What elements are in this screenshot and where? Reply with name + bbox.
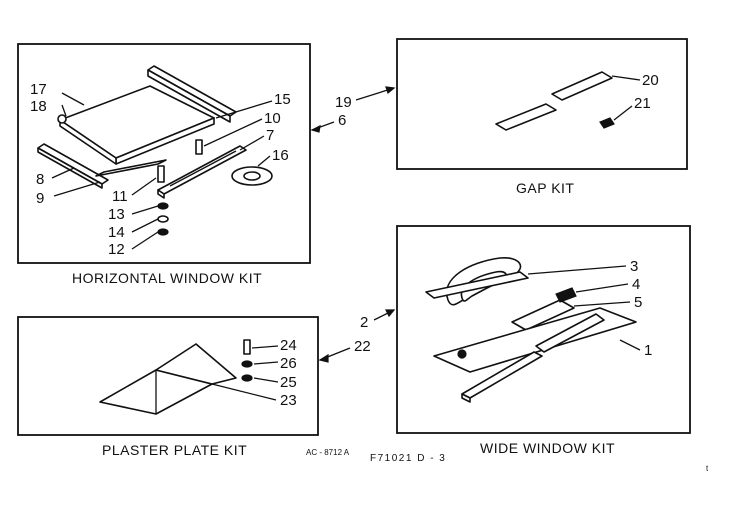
leader-16 [257,155,271,167]
callout-14: 14 [108,224,125,241]
callout-9: 9 [36,190,44,207]
wide-strip [425,271,529,299]
plaster-nut-25 [241,374,253,382]
wide-kit-title: WIDE WINDOW KIT [480,440,615,456]
callout-10: 10 [264,110,281,127]
callout-12: 12 [108,241,125,258]
support-rail-end [157,189,165,199]
base-plate-fastener [457,349,467,359]
leader-26 [253,361,279,365]
gap-strip-right [551,71,613,101]
leader-3 [527,265,627,275]
callout-8: 8 [36,171,44,188]
arrow-6-head [310,124,321,133]
ref-6: 6 [338,112,346,129]
top-channel-face [147,69,231,123]
leader-4 [575,283,629,293]
leader-13 [131,205,159,215]
kit-references-top: 19 6 [310,86,396,133]
callout-5: 5 [634,294,642,311]
wide-window-kit: 3 4 5 1 WIDE WINDOW KIT [396,225,691,456]
leader-25 [253,377,279,383]
callout-26: 26 [280,355,297,372]
bottom-strip [95,159,167,177]
leader-17 [61,92,85,106]
callout-24: 24 [280,337,297,354]
spring-clip [555,287,577,303]
arrow-22-head [318,353,329,363]
callout-25: 25 [280,374,297,391]
base-plate-channel [535,313,605,353]
gap-strip-left [495,103,557,131]
arrow-2-head [385,309,396,318]
leader-15 [215,100,273,119]
callout-17: 17 [30,81,47,98]
leader-21 [613,105,633,121]
foam-block [511,299,575,331]
horizontal-window-kit: 17 18 15 10 7 16 8 9 11 13 14 12 HORIZON… [17,43,311,286]
leader-12 [131,231,159,250]
corner-mark: t [706,464,709,473]
leader-18 [61,104,67,117]
callout-11: 11 [112,188,128,205]
callout-1: 1 [644,342,652,359]
leader-23 [211,383,277,401]
kit-references-bottom: 2 22 [318,309,396,363]
ref-2: 2 [360,314,368,331]
plaster-plate-kit: 24 26 25 23 PLASTER PLATE KIT [17,316,319,458]
callout-3: 3 [630,258,638,275]
drawing-code-a: AC - 8712 A [306,448,350,457]
callout-13: 13 [108,206,125,223]
ref-22: 22 [354,338,371,355]
leader-5 [573,301,631,307]
plaster-washer-26 [241,360,253,368]
callout-16: 16 [272,147,289,164]
arrow-19-head [385,86,396,95]
leader-9 [53,181,101,197]
leader-1 [619,339,641,351]
callout-7: 7 [266,127,274,144]
callout-20: 20 [642,72,659,89]
window-panel-side [59,119,117,165]
gap-kit: 20 21 GAP KIT [396,38,688,196]
callout-18: 18 [30,98,47,115]
rail-screw [195,139,203,155]
leader-20 [611,75,641,81]
callout-21: 21 [634,95,651,112]
nut-12 [157,228,169,236]
support-rail-groove [169,150,237,187]
panel-screw [57,114,67,124]
leader-10 [203,118,263,147]
horizontal-kit-title: HORIZONTAL WINDOW KIT [72,270,262,286]
ref-19: 19 [335,94,352,111]
gap-block [599,117,615,129]
plaster-plate-lid [155,343,237,385]
leader-8 [51,167,75,179]
callout-23: 23 [280,392,297,409]
washer-13 [157,202,169,210]
leader-11 [131,177,157,196]
gasket-hole [243,171,261,181]
leader-7 [239,135,265,151]
wide-rail-end [461,393,471,403]
drawing-code-b: F71021 D - 3 [370,453,446,464]
gap-kit-title: GAP KIT [516,180,574,196]
horizontal-kit-frame [17,43,311,264]
plaster-kit-title: PLASTER PLATE KIT [102,442,247,458]
washer-14 [157,215,169,223]
leader-14 [131,218,159,233]
callout-4: 4 [632,276,640,293]
gap-kit-frame [396,38,688,170]
side-strip-face [37,147,103,189]
bolt [157,165,165,183]
plaster-screw [243,339,251,355]
plaster-kit-frame [17,316,319,436]
leader-24 [251,345,279,349]
wide-kit-frame [396,225,691,434]
callout-15: 15 [274,91,291,108]
